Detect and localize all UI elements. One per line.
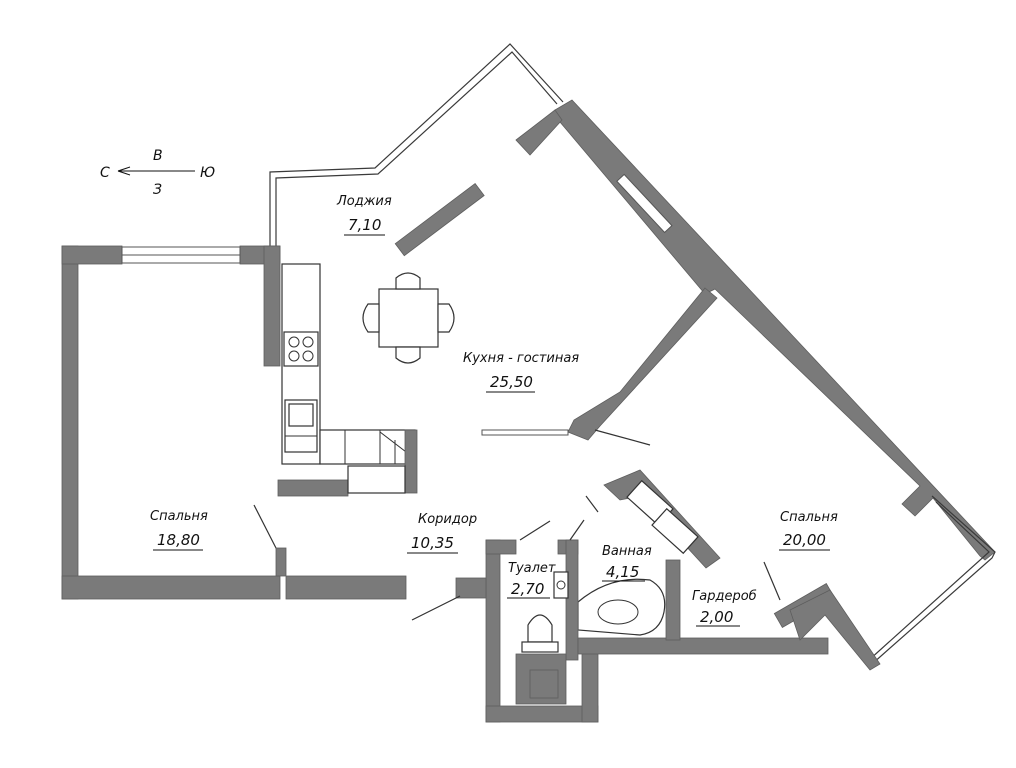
room-name: Туалет xyxy=(508,561,556,576)
kitchen-window xyxy=(616,173,673,234)
room-area: 20,00 xyxy=(783,531,826,549)
room-name: Спальня xyxy=(780,510,838,525)
room-label-loggia: Лоджия 7,10 xyxy=(336,194,392,236)
room-name: Спальня xyxy=(150,509,208,524)
loggia-partition xyxy=(394,182,485,257)
compass: С Ю В З xyxy=(100,148,215,198)
room-area: 4,15 xyxy=(606,563,639,581)
toilet-sink xyxy=(553,571,569,599)
compass-north: С xyxy=(100,165,110,181)
room-area: 7,10 xyxy=(348,216,381,234)
compass-east: В xyxy=(153,148,163,164)
left-bedroom-walls xyxy=(61,245,407,600)
room-name: Гардероб xyxy=(692,589,757,604)
room-area: 25,50 xyxy=(490,373,533,391)
room-label-corridor: Коридор 10,35 xyxy=(407,512,477,554)
compass-west: З xyxy=(153,182,162,198)
kitchen-units xyxy=(281,263,418,494)
sliding-door xyxy=(481,429,569,436)
room-label-bedroom-left: Спальня 18,80 xyxy=(150,509,208,551)
compass-south: Ю xyxy=(200,165,215,181)
room-name: Кухня - гостиная xyxy=(463,351,579,366)
stove xyxy=(283,331,319,367)
loggia-rail xyxy=(269,43,564,246)
room-area: 10,35 xyxy=(411,534,454,552)
outer-diagonal-wall xyxy=(515,99,996,665)
bottom-walls xyxy=(577,559,881,671)
room-area: 2,70 xyxy=(511,580,544,598)
washbasin-2 xyxy=(651,507,699,555)
room-name: Ванная xyxy=(602,544,652,559)
toilet-bowl xyxy=(527,614,553,643)
room-label-wardrobe: Гардероб 2,00 xyxy=(692,589,757,627)
bathroom-block xyxy=(577,469,721,636)
room-name: Лоджия xyxy=(336,194,392,209)
left-bedroom-door xyxy=(253,504,287,577)
room-label-bedroom-right: Спальня 20,00 xyxy=(779,510,838,551)
room-label-kitchen: Кухня - гостиная 25,50 xyxy=(463,351,579,393)
dining-table xyxy=(362,272,455,364)
room-label-bathroom: Ванная 4,15 xyxy=(602,544,652,582)
compass-arrow xyxy=(117,166,131,176)
toilet-walls xyxy=(411,519,599,723)
room-name: Коридор xyxy=(418,512,477,527)
kitchen-bedroom-partition xyxy=(481,287,718,446)
room-label-toilet: Туалет 2,70 xyxy=(507,561,556,599)
room-area: 2,00 xyxy=(700,608,733,626)
room-area: 18,80 xyxy=(157,531,200,549)
bathtub xyxy=(577,578,666,636)
